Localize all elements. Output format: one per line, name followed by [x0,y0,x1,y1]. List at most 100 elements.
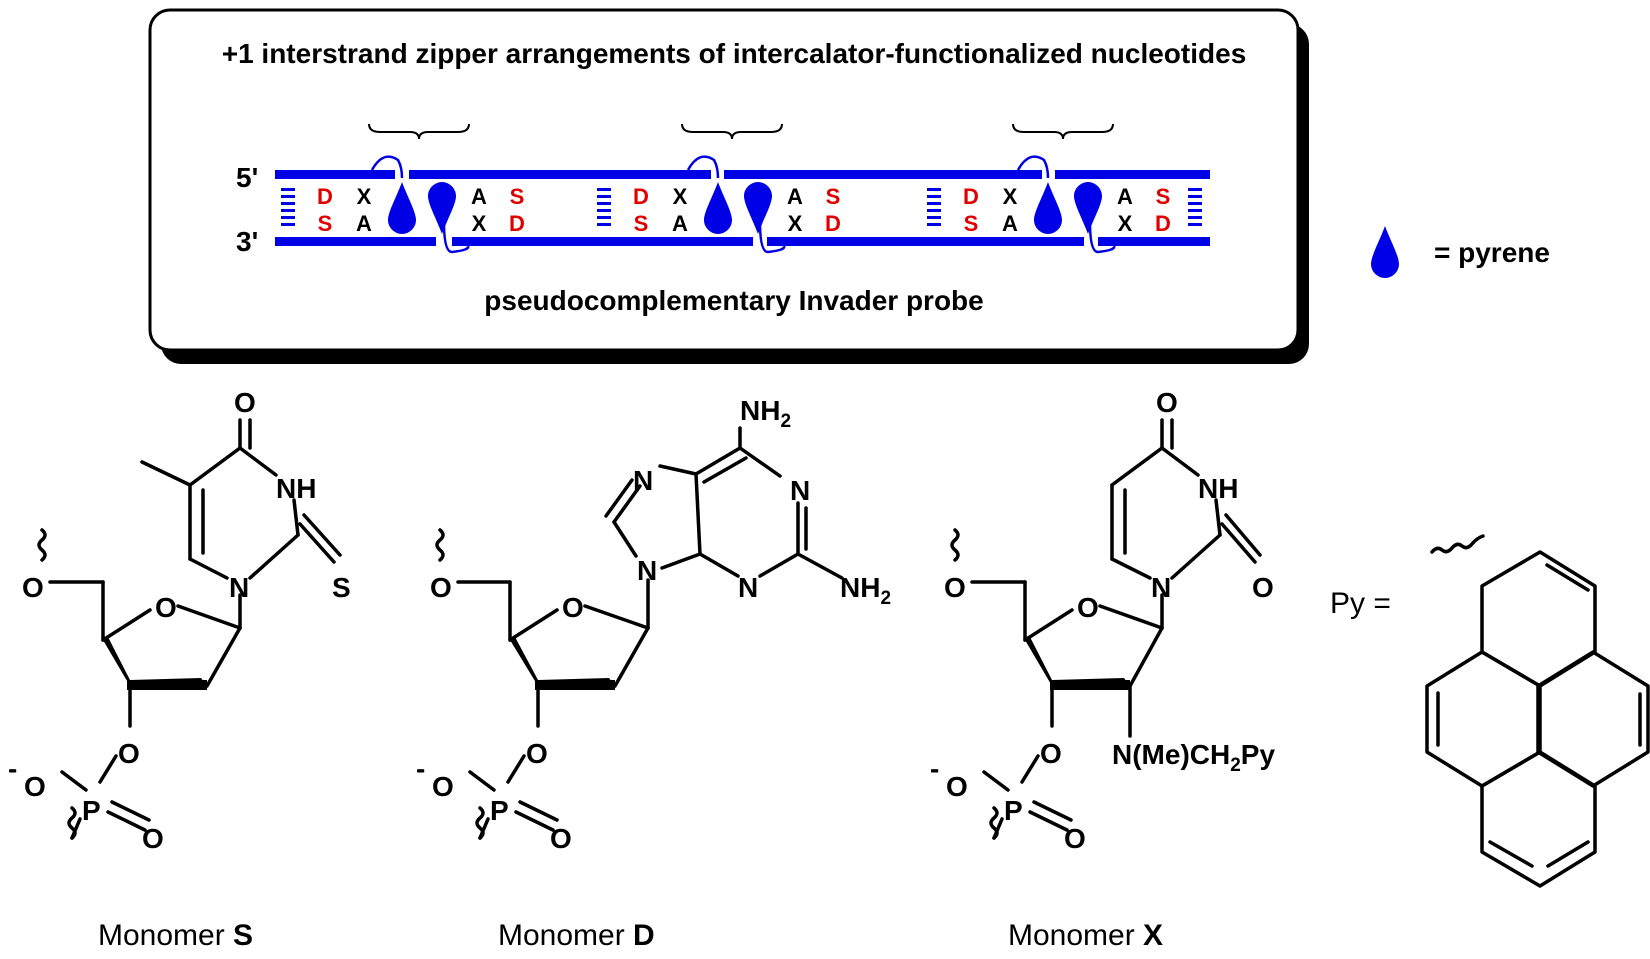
base-letter: S [1156,184,1171,209]
hbond-marker [927,188,941,226]
atom-label: O [234,387,256,418]
atom-label: P [82,795,101,826]
atom-label: - [416,753,425,784]
bottom-strand [275,237,1210,246]
atom-label: P [490,795,509,826]
panel-box [148,8,1300,352]
end-label-5prime: 5' [236,162,258,193]
atom-label: O [142,823,164,854]
atom-label: O [944,572,966,603]
base-letter: X [788,211,803,236]
hbond-marker [597,188,611,226]
top-strand-segment [275,170,395,179]
base-letter: D [825,211,841,236]
atom-label: O [155,592,177,623]
atom-label: N [790,475,810,506]
zipper-brace [1012,123,1114,140]
base-letter: S [510,184,525,209]
bottom-strand-segment [275,237,436,246]
zipper-brace [368,123,470,140]
base-letter: A [356,211,372,236]
base-letter: D [1155,211,1171,236]
bottom-strand-segment [1098,237,1210,246]
caption-monomer-x: Monomer X [1008,919,1163,952]
monomer-s-structure: O NH N S O O O O - P O [8,387,351,854]
linker-bottom [758,221,786,254]
atom-label: N [229,572,249,603]
base-letter: D [317,184,333,209]
linker-bottom [442,221,470,254]
atom-label: O [1064,823,1086,854]
invader-probe-panel: +1 interstrand zipper arrangements of in… [148,8,1309,364]
top-strand [275,170,1210,179]
atom-label: N [1151,572,1171,603]
legend-label: = pyrene [1434,237,1550,268]
base-letter: X [472,211,487,236]
atom-label: O [946,771,968,802]
atom-label: O [550,823,572,854]
base-letter: X [673,184,688,209]
substituent-label: N(Me)CH2Py [1112,739,1275,776]
atom-label: NH [1198,473,1238,504]
base-letter: S [634,211,649,236]
atom-label: O [118,738,140,769]
atom-label: O [562,592,584,623]
caption-monomer-d: Monomer D [498,919,655,952]
pyrene-label: Py = [1330,587,1391,620]
top-strand-segment [409,170,711,179]
bottom-strand-segment [767,237,1084,246]
zipper-brace-group [368,123,1114,140]
atom-label: O [1156,387,1178,418]
zipper-brace [681,123,783,140]
monomer-x-structure: O NH N O O O O O - P O N(Me)CH2Py [930,387,1275,854]
atom-label: - [930,753,939,784]
atom-label: NH [276,473,316,504]
atom-label: O [432,771,454,802]
hbond-marker [1188,188,1202,226]
panel-title: +1 interstrand zipper arrangements of in… [222,38,1247,69]
atom-label: O [1252,572,1274,603]
linker-group [370,155,1116,254]
monomer-d-structure: NH2 N N N N NH2 O O O O - P O [416,395,891,854]
end-label-3prime: 3' [236,226,258,257]
base-letter: A [471,184,487,209]
base-letter: A [672,211,688,236]
base-letter: X [1003,184,1018,209]
atom-label: N [637,555,657,586]
atom-label: P [1004,795,1023,826]
base-letter: X [1118,211,1133,236]
pyrene-legend: = pyrene [1371,226,1550,278]
panel-subtitle: pseudocomplementary Invader probe [484,285,983,316]
atom-label: S [332,572,351,603]
atom-label: O [430,572,452,603]
atom-label: - [8,753,17,784]
bottom-strand-segment [452,237,753,246]
base-letter: A [1117,184,1133,209]
atom-label: O [526,738,548,769]
hbond-marker [281,188,295,226]
pyrene-structure: Py = [1330,534,1650,888]
linker-top [370,155,404,179]
base-letter: X [357,184,372,209]
linker-top [1016,155,1050,179]
atom-label: O [24,771,46,802]
linker-bottom [1088,221,1116,254]
base-letter: A [787,184,803,209]
atom-label: O [1077,592,1099,623]
base-letter: D [633,184,649,209]
caption-monomer-s: Monomer S [98,919,253,952]
base-letter: A [1002,211,1018,236]
linker-top [686,155,720,179]
atom-label: N [633,465,653,496]
pyrene-droplet-icon [1371,226,1399,278]
atom-label: N [738,572,758,603]
base-letter: S [964,211,979,236]
atom-label: NH2 [740,395,791,432]
base-letter: D [963,184,979,209]
base-letter: D [509,211,525,236]
atom-label: NH2 [840,572,891,609]
atom-label: O [1040,738,1062,769]
top-strand-segment [724,170,1042,179]
